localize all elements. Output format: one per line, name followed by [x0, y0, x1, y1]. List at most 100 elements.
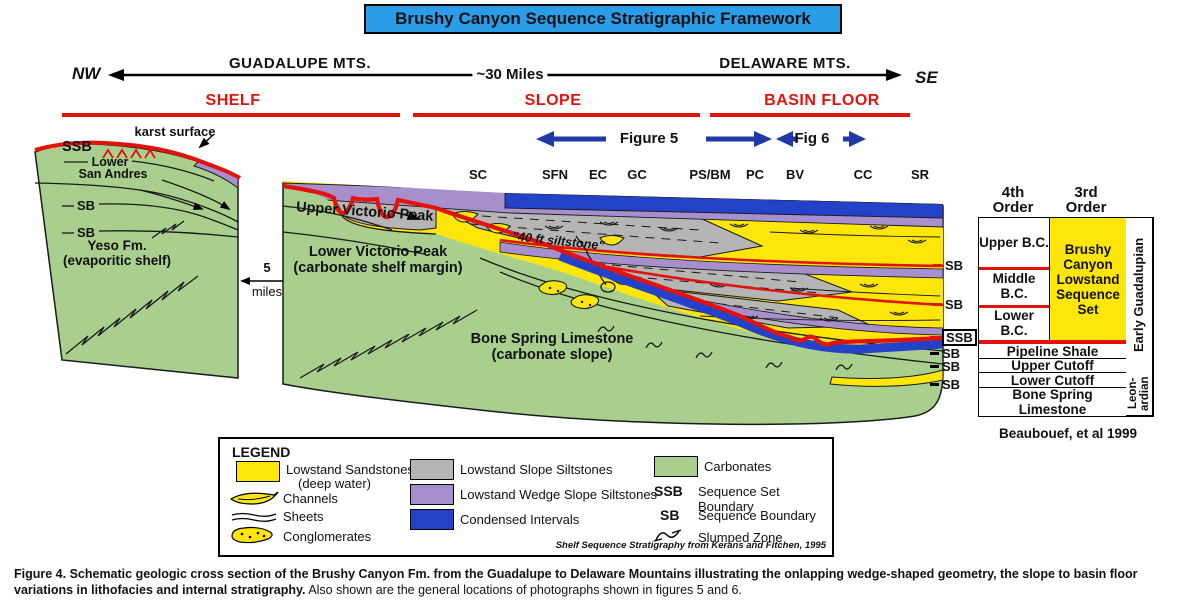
- era-early-guadalupian: Early Guadalupian: [1126, 218, 1153, 372]
- condensed-swatch: [410, 509, 454, 530]
- main-block-shape: [282, 181, 944, 426]
- boundary-ssb: SSB: [930, 329, 977, 346]
- shelf-sb1-label: SB: [77, 198, 96, 213]
- sb-text: SB: [942, 377, 961, 392]
- boundary-sb-1: SB: [933, 258, 963, 273]
- boundary-sb-3: SB: [930, 346, 960, 361]
- lower-victorio-label: Lower Victorio Peak: [308, 244, 448, 260]
- table-cell-pipeline-shale: Pipeline Shale: [1006, 343, 1099, 359]
- ssb-text: SSB: [942, 329, 977, 346]
- sb-dash: [933, 303, 942, 306]
- guadalupe-mts-label: GUADALUPE MTS.: [229, 55, 371, 72]
- bone-spring-label-2: (carbonate slope): [491, 347, 613, 363]
- sandstone-swatch: [236, 461, 280, 482]
- slope-siltstone-swatch: [410, 459, 454, 480]
- wedge-siltstone-swatch: [410, 484, 454, 505]
- legend-box: LEGEND Lowstand Sandstones (deep water) …: [218, 437, 834, 557]
- legend-sb-label: Sequence Boundary: [698, 508, 816, 523]
- table-cell-bone-spring: Bone Spring Limestone: [979, 387, 1126, 417]
- legend-carbonates-label: Carbonates: [704, 459, 772, 474]
- sb-dash: [930, 383, 939, 386]
- well-column-pc: PC: [745, 167, 765, 182]
- karst-marks: [102, 148, 156, 159]
- boundary-sb-5: SB: [930, 377, 960, 392]
- legend-sb-abbr: SB: [660, 507, 680, 523]
- ssb-dash: [930, 336, 939, 339]
- table-red-line-2: [979, 305, 1049, 308]
- boundary-sb-4: SB: [930, 359, 960, 374]
- fig6-label: Fig 6: [794, 130, 830, 147]
- conglomerates-icon: [231, 526, 273, 544]
- well-column-psbm: PS/BM: [689, 167, 731, 182]
- zone-basin-floor-label: BASIN FLOOR: [764, 92, 880, 109]
- page-title: Brushy Canyon Sequence Stratigraphic Fra…: [364, 4, 842, 34]
- table-citation: Beaubouef, et al 1999: [998, 426, 1138, 441]
- table-cell-middle-bc: Middle B.C.: [992, 271, 1036, 301]
- sb-text: SB: [945, 297, 964, 312]
- figure5-arrows: [536, 131, 772, 147]
- legend-slumped-label: Slumped Zone: [698, 530, 783, 545]
- legend-ssb-label: Sequence Set Boundary: [698, 484, 780, 514]
- era-leonardian: Leon-ardian: [1126, 372, 1153, 416]
- basin-floor-underline: [710, 113, 910, 117]
- fig6-arrows: [776, 131, 866, 147]
- legend-sandstones-label: Lowstand Sandstones: [286, 462, 414, 477]
- well-column-sr: SR: [910, 167, 930, 182]
- shelf-block-shape: [34, 134, 241, 379]
- yeso-fm-label: Yeso Fm.: [87, 238, 147, 253]
- table-cell-brushy-canyon-set: Brushy Canyon Lowstand Sequence Set: [1049, 218, 1126, 340]
- well-column-ec: EC: [588, 167, 608, 182]
- well-column-sfn: SFN: [542, 167, 568, 182]
- well-column-cc: CC: [853, 167, 873, 182]
- lower-victorio-label-2: (carbonate shelf margin): [293, 260, 463, 276]
- legend-channels-label: Channels: [283, 491, 338, 506]
- sheets-icon: [231, 512, 277, 522]
- bone-spring-label: Bone Spring Limestone: [470, 331, 634, 347]
- table-cell-upper-bc: Upper B.C.: [979, 235, 1049, 250]
- boundary-sb-2: SB: [933, 297, 963, 312]
- direction-nw: NW: [72, 64, 101, 83]
- legend-deep-water-label: (deep water): [298, 476, 371, 491]
- legend-sheets-label: Sheets: [283, 509, 324, 524]
- legend-wedge-siltstones-label: Lowstand Wedge Slope Siltstones: [460, 487, 658, 502]
- legend-header: LEGEND: [232, 444, 291, 460]
- scale-value: 5: [263, 260, 271, 275]
- carbonates-swatch: [654, 456, 698, 477]
- sb-text: SB: [942, 346, 961, 361]
- sb-dash: [930, 352, 939, 355]
- zone-slope-label: SLOPE: [524, 92, 582, 109]
- shelf-underline: [62, 113, 400, 117]
- strat-table: Upper B.C. Middle B.C. Lower B.C. Brushy…: [978, 217, 1154, 417]
- sb-text: SB: [945, 258, 964, 273]
- table-header-3rd-order: 3rd Order: [1065, 184, 1107, 216]
- caption-bold: Figure 4. Schematic geologic cross secti…: [14, 567, 1138, 598]
- zone-shelf-label: SHELF: [205, 92, 261, 109]
- slumped-zone-icon: [653, 529, 682, 542]
- shelf-sb2-label: SB: [77, 225, 96, 240]
- distance-label: ~30 Miles: [472, 66, 548, 83]
- slope-underline: [413, 113, 700, 117]
- legend-source: Shelf Sequence Stratigraphy from Kerans …: [555, 540, 826, 551]
- well-column-gc: GC: [627, 167, 647, 182]
- delaware-mts-label: DELAWARE MTS.: [719, 55, 851, 72]
- legend-conglomerates-label: Conglomerates: [283, 529, 372, 544]
- lower-san-andres-label-2: San Andres: [78, 167, 148, 181]
- karst-surface-label: karst surface: [134, 124, 216, 139]
- shelf-ssb-label: SSB: [62, 139, 92, 155]
- sb-text: SB: [942, 359, 961, 374]
- table-cell-lower-bc: Lower B.C.: [994, 307, 1034, 338]
- table-cell-lower-cutoff: Lower Cutoff: [979, 372, 1126, 388]
- legend-ssb-abbr: SSB: [654, 483, 683, 499]
- caption-normal: Also shown are the general locations of …: [308, 583, 742, 598]
- yeso-fm-label-2: (evaporitic shelf): [62, 253, 172, 268]
- slump-symbols: [597, 325, 853, 371]
- sb-dash: [933, 264, 942, 267]
- table-cell-upper-cutoff: Upper Cutoff: [979, 358, 1126, 373]
- scale-unit: miles: [251, 284, 283, 299]
- sb-dash: [930, 365, 939, 368]
- table-header-4th-order: 4th Order: [992, 184, 1034, 216]
- well-column-bv: BV: [785, 167, 805, 182]
- legend-slope-siltstones-label: Lowstand Slope Siltstones: [460, 462, 613, 477]
